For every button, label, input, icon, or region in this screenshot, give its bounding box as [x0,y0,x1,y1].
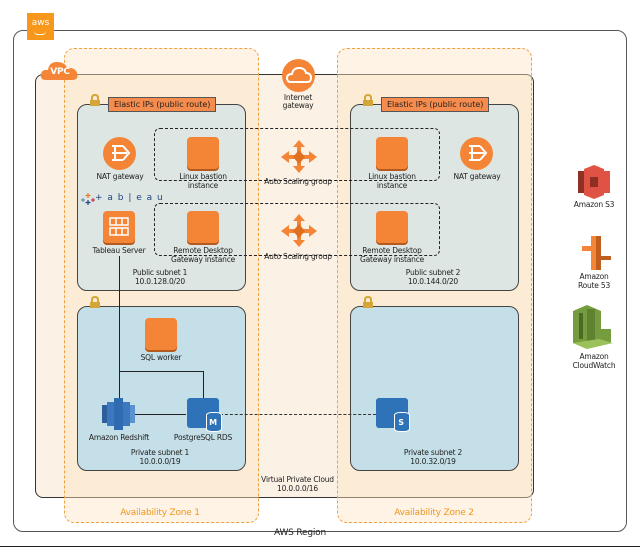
nat-gateway-2-label: NAT gateway [453,172,501,181]
linux-bastion-2-icon [376,137,408,169]
amazon-route53-icon [582,236,611,270]
s3-label: Amazon S3 [573,200,615,209]
tableau-logo-icon [81,193,95,205]
amazon-s3-icon [578,165,610,199]
nat-gateway-icon [103,137,136,170]
route53-label-1: Amazon [579,272,609,281]
rdgw-2-label-2: Gateway instance [359,255,425,264]
internet-gateway-icon [282,59,315,92]
aws-region-box [13,30,627,532]
igw-label-1: Internet [283,93,313,102]
private-subnet-2 [350,306,519,471]
db-cylinder-icon [206,412,222,432]
bastion-1-label-1: Linux bastion [179,172,227,181]
lock-icon [363,296,373,308]
vpc-label: Virtual Private Cloud [261,475,334,484]
region-divider [0,546,640,547]
asg2-label: Auto Scaling group [264,252,332,261]
az1-label: Availability Zone 1 [120,508,200,518]
linux-bastion-1-icon [187,137,219,169]
redshift-icon [102,398,135,430]
cloudwatch-label-1: Amazon [579,352,609,361]
auto-scaling-group-bastion [154,128,440,181]
elastic-ips-label-1: Elastic IPs (public route) [108,97,217,112]
remote-desktop-gateway-1-icon [187,211,219,243]
connector-redshift-rds [134,414,186,415]
rds-standby-badge: S [398,418,404,427]
public-subnet-2-cidr: 10.0.144.0/20 [407,277,459,286]
sql-worker-icon [145,318,177,350]
vpc-cidr: 10.0.0.0/16 [277,484,318,493]
public-subnet-1-name: Public subnet 1 [132,268,188,277]
aws-logo-text: aws [31,18,50,28]
auto-scaling-group-rdgw [154,203,440,256]
public-subnet-2 [350,104,519,291]
redshift-label: Amazon Redshift [88,433,150,442]
private-subnet-1-cidr: 10.0.0.0/19 [139,457,181,466]
asg1-label: Auto Scaling group [264,177,332,186]
replication-link [220,414,376,415]
region-label: AWS Region [274,528,326,538]
private-subnet-2-cidr: 10.0.32.0/19 [410,457,456,466]
bastion-2-label-1: Linux bastion [368,172,416,181]
connector-rds [203,371,204,398]
tableau-logo-text: + a b | e a u [95,193,164,203]
vpc-cloud-icon [40,62,78,80]
rdgw-1-label-1: Remote Desktop [173,246,233,255]
auto-scaling-icon [281,214,317,247]
vpc-badge: VPC [50,67,70,77]
public-subnet-1 [77,104,246,291]
tableau-server-label: Tableau Server [92,246,146,255]
rdgw-1-label-2: Gateway instance [170,255,236,264]
tableau-server-icon [103,211,135,243]
bastion-1-label-2: instance [187,181,219,190]
rds-master-label: PostgreSQL RDS [173,433,233,442]
aws-logo: aws [27,13,54,40]
lock-icon [90,296,100,308]
connector-horizontal [119,371,204,372]
db-cylinder-icon [394,412,410,432]
elastic-ips-label-2: Elastic IPs (public route) [381,97,490,112]
public-subnet-1-cidr: 10.0.128.0/20 [134,277,186,286]
route53-label-2: Route 53 [577,281,611,290]
public-subnet-2-name: Public subnet 2 [405,268,461,277]
remote-desktop-gateway-2-icon [376,211,408,243]
nat-gateway-1-label: NAT gateway [96,172,144,181]
az2-label: Availability Zone 2 [394,508,474,518]
amazon-cloudwatch-icon [573,305,613,349]
lock-icon [363,94,373,106]
auto-scaling-icon [281,140,317,173]
rdgw-2-label-1: Remote Desktop [362,246,422,255]
nat-gateway-icon [460,137,493,170]
connector-tableau-redshift [119,256,120,416]
igw-label-2: gateway [282,101,314,110]
lock-icon [90,94,100,106]
bastion-2-label-2: instance [376,181,408,190]
cloudwatch-label-2: CloudWatch [572,361,616,370]
rds-master-badge: M [209,418,217,427]
sql-worker-label: SQL worker [140,353,182,362]
private-subnet-1-name: Private subnet 1 [130,448,190,457]
private-subnet-2-name: Private subnet 2 [403,448,463,457]
